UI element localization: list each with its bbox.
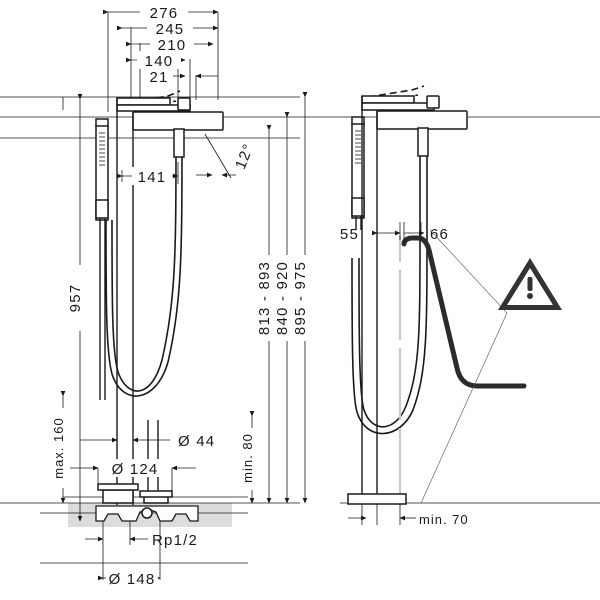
dimension-max-160: max. 160 (51, 390, 73, 504)
spout-plate (116, 97, 171, 106)
dim-label-55: 55 (340, 226, 359, 243)
dimension-dia-44: Ø 44 (80, 433, 215, 450)
dimension-55: 55 (340, 222, 401, 243)
dim-label-957: 957 (67, 284, 84, 313)
shower-hose-inner (105, 129, 183, 397)
side-hose-inner (351, 231, 428, 435)
side-handshower-grip (351, 197, 365, 217)
base-sleeve-left (102, 489, 134, 504)
dimension-140: 140 (125, 51, 186, 70)
bathtub-rim-outline (401, 235, 527, 389)
handshower-grip (95, 199, 109, 219)
dim-label-66: 66 (430, 226, 449, 243)
side-hose-outer (358, 231, 421, 428)
dimension-66: 66 (403, 222, 449, 243)
dim-label-21: 21 (149, 69, 168, 86)
hose-connector (173, 128, 185, 158)
dim-label-141: 141 (138, 169, 167, 186)
side-view-assembly (340, 85, 600, 505)
dim-label-245: 245 (156, 21, 185, 38)
dimension-813-893: 813 - 893 (256, 124, 279, 504)
base-collar-right (139, 490, 173, 498)
side-handshower-spray-texture (355, 130, 361, 164)
side-handshower-head (351, 116, 365, 125)
front-view-assembly (0, 90, 300, 522)
handshower-spray-texture (99, 132, 105, 166)
dim-label-min80: min. 80 (240, 433, 255, 483)
dim-label-min70: min. 70 (419, 512, 469, 527)
dim-label-dia44: Ø 44 (178, 433, 215, 450)
warning-triangle-icon (498, 258, 562, 310)
dim-label-rp12: Rp1/2 (152, 532, 198, 549)
dimension-957: 957 (67, 93, 90, 522)
dimension-min-80: min. 80 (240, 410, 262, 504)
dimension-895-975: 895 - 975 (292, 91, 315, 504)
handshower-head (95, 118, 109, 127)
side-spout-dashed (367, 85, 425, 98)
dimension-210: 210 (125, 35, 214, 54)
base-collar-left (97, 483, 139, 491)
dim-label-210: 210 (158, 37, 187, 54)
dimension-dia-124: Ø 124 (70, 459, 196, 492)
dim-label-max160: max. 160 (51, 417, 66, 478)
angle-leader-line (204, 133, 232, 179)
side-lever-knob (426, 95, 440, 109)
angle-12-degrees: 12° (196, 133, 258, 179)
lever-knob (177, 97, 191, 111)
flange-center-hole (141, 507, 153, 519)
dimension-840-920: 840 - 920 (274, 111, 297, 504)
dimension-245: 245 (116, 19, 219, 38)
dimension-276: 276 (102, 3, 219, 22)
dimension-rp12: Rp1/2 (85, 521, 198, 549)
dimension-141: 141 (116, 162, 179, 186)
dim-label-dia124: Ø 124 (112, 461, 159, 478)
dim-label-895-975: 895 - 975 (292, 261, 309, 335)
dim-label-276: 276 (150, 5, 179, 22)
dimension-21: 21 (145, 67, 218, 86)
side-spout-plate-lower (361, 102, 435, 111)
side-hose-connector (417, 127, 429, 157)
dim-label-dia148: Ø 148 (109, 571, 156, 588)
dim-label-140: 140 (145, 53, 174, 70)
warning-leader-line (420, 229, 508, 504)
mixer-body (132, 111, 224, 131)
dimension-dia-148: Ø 148 (97, 545, 161, 588)
dim-label-813-893: 813 - 893 (256, 261, 273, 335)
shower-hose-outer (111, 129, 177, 392)
side-spout-plate (361, 95, 415, 104)
angle-label-12deg: 12° (232, 141, 258, 172)
dimension-min-70: min. 70 (348, 504, 469, 527)
side-floor-flange (347, 493, 407, 505)
dim-label-840-920: 840 - 920 (274, 261, 291, 335)
side-mixer-body (376, 110, 468, 130)
